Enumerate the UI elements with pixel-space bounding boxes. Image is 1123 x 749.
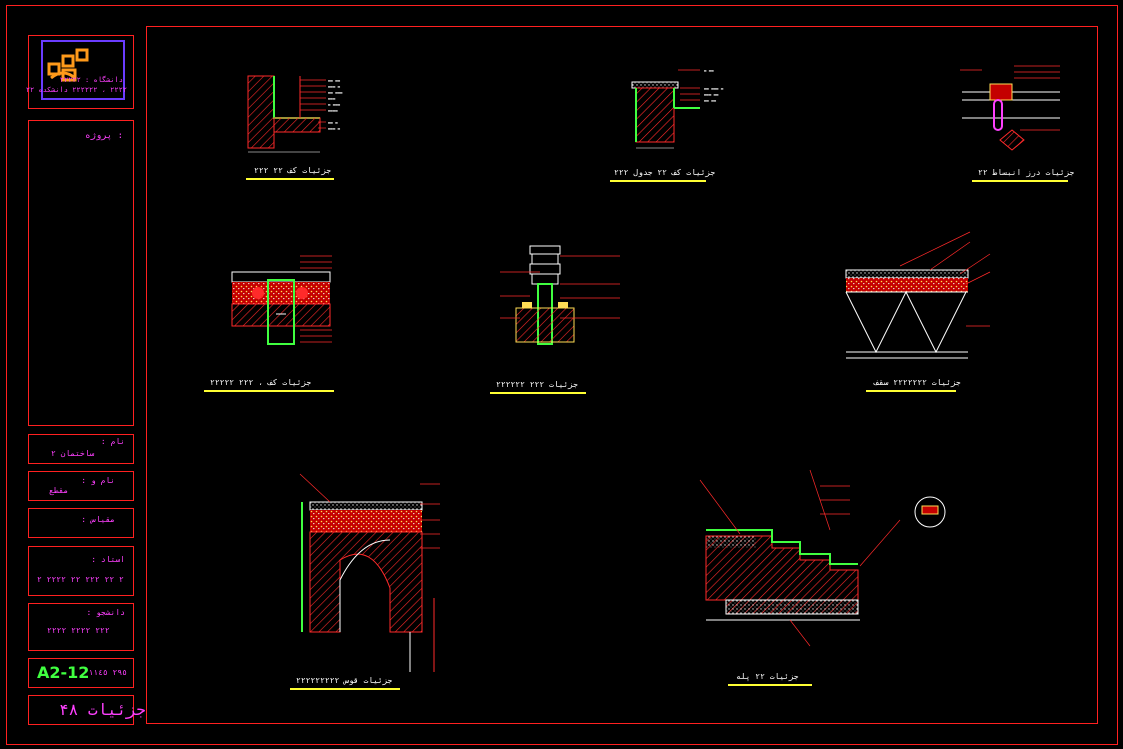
svg-text:▬▬ ▬▬▬ ▬: ▬▬ ▬▬▬ ▬ [704,86,724,91]
sheet-number-suffix: ٢٩٥ ١١٤٥ [88,668,127,677]
joint-detail-icon [231,255,332,345]
field-4-label: : استاد [91,555,125,564]
title-block-project-box: پروژه : [28,120,134,426]
svg-text:▬▬ ▬▬▬: ▬▬ ▬▬▬ [328,90,343,95]
svg-text:▬▬ ▬: ▬▬ ▬ [328,120,338,125]
title-block-field-4: : استاد ٢ ٢٢ ٢٢٢ ٢٢ ٢٢٢٢ ٢ [28,546,134,596]
logo-frame [41,40,125,100]
svg-text:▬▬▬ ▬: ▬▬▬ ▬ [328,126,341,131]
detail-caption-8: جزئیات ٢٢ پله [736,672,799,681]
svg-text:▬ ▬▬: ▬ ▬▬ [704,68,714,73]
arch-opening-icon [299,473,440,672]
detail-underline-6 [866,390,956,392]
field-5-value: ٢٢٢ ٢٢٢٢ ٢٢٢٢ [47,626,110,635]
field-4-value: ٢ ٢٢ ٢٢٢ ٢٢ ٢٢٢٢ ٢ [37,575,124,584]
stair-section-icon [699,469,946,647]
detail-caption-6: جزئیات ٢٢٢٢٢٢٢ سقف [874,378,961,387]
detail-underline-7 [290,688,400,690]
detail-caption-5: جزئیات ٢٢٢ ٢٢٢٢٢٢ [496,380,578,389]
field-2-value: مقطع [49,486,69,495]
title-block-field-1: : نام ساختمان ٢ [28,434,134,464]
university-emblem-icon [47,48,89,82]
org-line-1: دانشگاه : ٢٢٢٢٢ [59,76,123,84]
detail-underline-8 [728,684,812,686]
field-5-label: : دانشجو [86,608,125,617]
detail-caption-4: جزئیات کف ، ٢٢٢ ٢٢٢٢٢ [210,378,312,387]
title-block-logo-box: دانشگاه : ٢٢٢٢٢ ٢٢٢٢ ، ٢٢٢٢٢٢ دانشکده ٢٢ [25,35,134,109]
detail-caption-1: جزئیات کف ٢٢ ٢٢٢ [254,166,332,175]
svg-text:▬▬▬ ▬▬: ▬▬▬ ▬▬ [704,92,719,97]
detail-underline-5 [490,392,586,394]
detail-underline-2 [610,180,706,182]
title-block-bottom: جزئیات ۴٨ [28,695,146,725]
detail-caption-2: جزئیات کف ٢٢ جدول ٢٢٢ [614,168,716,177]
sheet-bottom-title: جزئیات ۴٨ [59,700,146,719]
org-line-2: ٢٢٢٢ ، ٢٢٢٢٢٢ دانشکده ٢٢ [25,86,127,94]
title-block-field-2: : نام و مقطع [28,471,134,501]
drawing-area-border [146,26,1098,724]
title-block-sheet-number: A2-12 ٢٩٥ ١١٤٥ [28,658,134,688]
detail-caption-7: جزئیات قوس ٢٢٢٢٢٢٢٢٢ [296,676,393,685]
sheet-border [6,5,1118,745]
wall-floor-section-icon [247,75,326,153]
expansion-joint-icon [960,65,1060,151]
curb-section-icon [631,69,700,149]
field-2-label: : نام و [81,476,115,485]
svg-text:▬▬ ▬▬: ▬▬ ▬▬ [704,98,717,103]
detail-underline-3 [972,180,1068,182]
field-3-label: : مقیاس [81,515,115,524]
detail-underline-4 [204,390,334,392]
title-block-field-5: : دانشجو ٢٢٢ ٢٢٢٢ ٢٢٢٢ [28,603,134,651]
title-block-field-3: : مقیاس [28,508,134,538]
svg-text:▬▬▬ ▬: ▬▬▬ ▬ [328,84,341,89]
svg-text:▬▬ ▬▬: ▬▬ ▬▬ [328,78,341,83]
svg-text:▬▬▬: ▬▬▬ [328,96,336,101]
svg-text:▬ ▬▬▬: ▬ ▬▬▬ [328,102,341,107]
detail-underline-1 [246,178,334,180]
detail-caption-3: جزئیات درز انبساط ٢٢ [978,168,1075,177]
column-footing-icon [500,245,620,345]
roof-truss-icon [845,231,991,359]
field-1-label: : نام [100,437,125,446]
sheet-number: A2-12 [37,663,90,682]
svg-text:▬▬▬▬: ▬▬▬▬ [328,108,338,113]
field-1-value: ساختمان ٢ [51,449,95,458]
project-label: پروژه : [85,131,123,141]
